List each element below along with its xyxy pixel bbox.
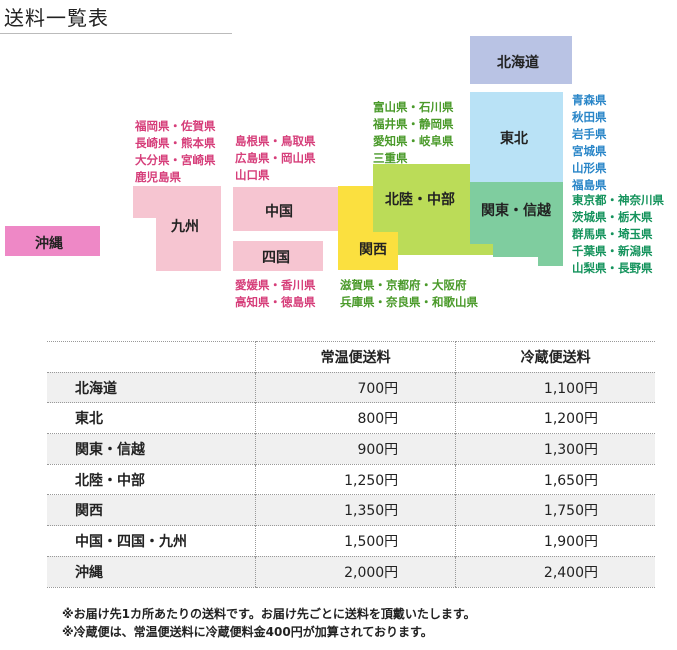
prefectures-tohoku: 青森県 秋田県 岩手県 宮城県 山形県 福島県 bbox=[572, 92, 607, 194]
region-label-tohoku: 東北 bbox=[500, 131, 528, 147]
prefecture-line: 富山県・石川県 bbox=[373, 100, 454, 114]
row-area: 北海道 bbox=[47, 371, 256, 403]
row-normal-fee: 900円 bbox=[254, 433, 456, 465]
region-okinawa bbox=[5, 226, 100, 256]
table-row: 北海道 700円 1,100円 bbox=[47, 371, 655, 403]
prefecture-line: 福島県 bbox=[572, 178, 607, 192]
region-kanto-southeast bbox=[538, 256, 563, 266]
row-chilled-fee: 2,400円 bbox=[455, 555, 655, 588]
region-chugoku bbox=[233, 187, 338, 231]
table-row: 関東・信越 900円 1,300円 bbox=[47, 433, 655, 465]
prefecture-line: 鹿児島県 bbox=[135, 170, 181, 184]
prefecture-line: 群馬県・埼玉県 bbox=[572, 227, 653, 241]
prefecture-line: 福井県・静岡県 bbox=[373, 117, 454, 131]
prefecture-line: 滋賀県・京都府・大阪府 bbox=[340, 278, 467, 292]
row-normal-fee: 700円 bbox=[254, 371, 456, 403]
title-divider bbox=[0, 33, 232, 34]
region-label-okinawa: 沖縄 bbox=[35, 236, 63, 252]
row-chilled-fee: 1,650円 bbox=[455, 463, 655, 495]
footnote-line: ※冷蔵便は、常温便送料に冷蔵便料金400円が加算されております。 bbox=[62, 625, 433, 639]
prefecture-line: 高知県・徳島県 bbox=[235, 295, 316, 309]
row-normal-fee: 1,350円 bbox=[254, 494, 456, 526]
prefecture-line: 岩手県 bbox=[572, 127, 607, 141]
header-area bbox=[47, 341, 256, 373]
header-normal: 常温便送料 bbox=[254, 341, 456, 373]
table-row: 沖縄 2,000円 2,400円 bbox=[47, 555, 655, 588]
region-hokuriku bbox=[373, 164, 470, 232]
row-area: 中国・四国・九州 bbox=[47, 525, 256, 557]
prefecture-line: 東京都・神奈川県 bbox=[572, 193, 664, 207]
prefecture-line: 大分県・宮崎県 bbox=[135, 153, 216, 167]
prefecture-line: 山口県 bbox=[235, 168, 270, 182]
region-label-chugoku: 中国 bbox=[265, 204, 293, 220]
region-label-hokkaido: 北海道 bbox=[497, 55, 539, 71]
prefecture-line: 愛知県・岐阜県 bbox=[373, 134, 454, 148]
region-tohoku bbox=[470, 92, 563, 182]
prefectures-hokuriku: 富山県・石川県 福井県・静岡県 愛知県・岐阜県 三重県 bbox=[373, 99, 454, 167]
prefecture-line: 茨城県・栃木県 bbox=[572, 210, 653, 224]
prefecture-line: 千葉県・新潟県 bbox=[572, 244, 653, 258]
prefecture-line: 山梨県・長野県 bbox=[572, 261, 653, 275]
row-area: 東北 bbox=[47, 402, 256, 434]
prefectures-kanto: 東京都・神奈川県 茨城県・栃木県 群馬県・埼玉県 千葉県・新潟県 山梨県・長野県 bbox=[572, 192, 664, 277]
prefecture-line: 宮城県 bbox=[572, 144, 607, 158]
prefectures-kyushu: 福岡県・佐賀県 長崎県・熊本県 大分県・宮崎県 鹿児島県 bbox=[135, 118, 216, 186]
row-chilled-fee: 1,900円 bbox=[455, 525, 655, 557]
row-normal-fee: 1,500円 bbox=[254, 525, 456, 557]
row-chilled-fee: 1,100円 bbox=[455, 371, 655, 403]
prefecture-line: 青森県 bbox=[572, 93, 607, 107]
prefectures-chugoku: 島根県・鳥取県 広島県・岡山県 山口県 bbox=[235, 133, 316, 184]
region-label-kanto: 関東・信越 bbox=[481, 203, 551, 219]
region-kyushu bbox=[133, 186, 221, 218]
prefecture-line: 三重県 bbox=[373, 151, 408, 165]
header-chilled: 冷蔵便送料 bbox=[455, 341, 655, 373]
row-chilled-fee: 1,300円 bbox=[455, 433, 655, 465]
prefecture-line: 島根県・鳥取県 bbox=[235, 134, 316, 148]
prefecture-line: 愛媛県・香川県 bbox=[235, 278, 316, 292]
row-area: 沖縄 bbox=[47, 555, 256, 588]
page-title: 送料一覧表 bbox=[4, 6, 109, 30]
row-normal-fee: 2,000円 bbox=[254, 555, 456, 588]
region-kyushu-lower bbox=[156, 217, 221, 271]
row-area: 関西 bbox=[47, 494, 256, 526]
region-kanto bbox=[470, 182, 563, 244]
region-shikoku bbox=[233, 241, 323, 271]
prefectures-shikoku: 愛媛県・香川県 高知県・徳島県 bbox=[235, 277, 316, 311]
row-chilled-fee: 1,200円 bbox=[455, 402, 655, 434]
prefectures-kansai: 滋賀県・京都府・大阪府 兵庫県・奈良県・和歌山県 bbox=[340, 277, 478, 311]
footnotes: ※お届け先1カ所あたりの送料です。お届け先ごとに送料を頂戴いたします。 ※冷蔵便… bbox=[62, 605, 476, 641]
prefecture-line: 長崎県・熊本県 bbox=[135, 136, 216, 150]
shipping-fee-table: 常温便送料 冷蔵便送料 北海道 700円 1,100円 東北 800円 1,20… bbox=[47, 341, 655, 588]
region-label-kyushu: 九州 bbox=[171, 219, 199, 235]
prefecture-line: 福岡県・佐賀県 bbox=[135, 119, 216, 133]
row-area: 関東・信越 bbox=[47, 433, 256, 465]
prefecture-line: 広島県・岡山県 bbox=[235, 151, 316, 165]
region-kanto-south bbox=[493, 243, 563, 257]
region-label-shikoku: 四国 bbox=[262, 250, 290, 266]
prefecture-line: 秋田県 bbox=[572, 110, 607, 124]
footnote-line: ※お届け先1カ所あたりの送料です。お届け先ごとに送料を頂戴いたします。 bbox=[62, 607, 476, 621]
prefecture-line: 山形県 bbox=[572, 161, 607, 175]
region-hokkaido bbox=[470, 36, 572, 84]
row-normal-fee: 1,250円 bbox=[254, 463, 456, 495]
region-label-hokuriku: 北陸・中部 bbox=[385, 192, 455, 208]
table-row: 東北 800円 1,200円 bbox=[47, 402, 655, 434]
table-row: 中国・四国・九州 1,500円 1,900円 bbox=[47, 525, 655, 557]
table-header-row: 常温便送料 冷蔵便送料 bbox=[47, 341, 655, 373]
region-label-kansai: 関西 bbox=[359, 242, 387, 258]
row-chilled-fee: 1,750円 bbox=[455, 494, 655, 526]
prefecture-line: 兵庫県・奈良県・和歌山県 bbox=[340, 295, 478, 309]
table-row: 北陸・中部 1,250円 1,650円 bbox=[47, 463, 655, 495]
row-normal-fee: 800円 bbox=[254, 402, 456, 434]
row-area: 北陸・中部 bbox=[47, 463, 256, 495]
table-row: 関西 1,350円 1,750円 bbox=[47, 494, 655, 526]
